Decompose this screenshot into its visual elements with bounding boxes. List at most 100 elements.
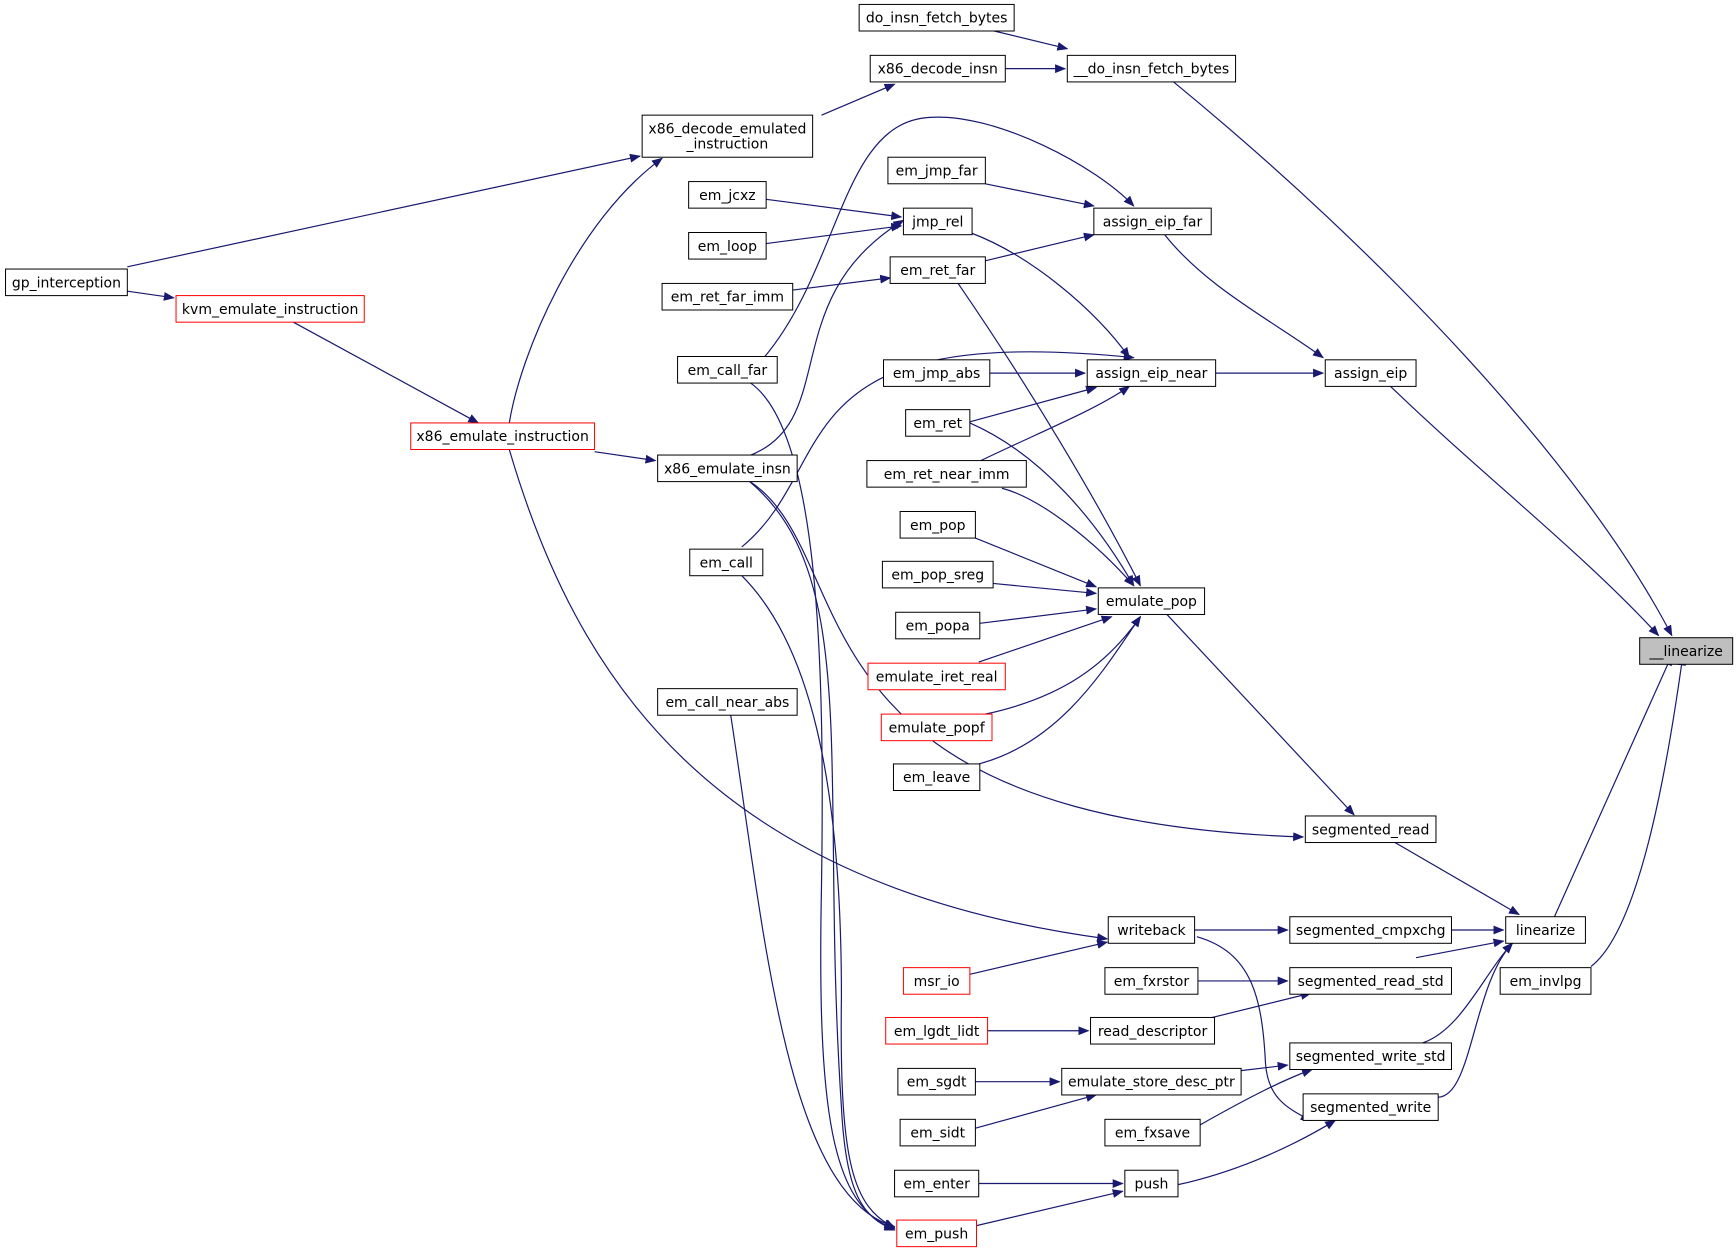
node---do-insn-fetch-bytes[interactable]: __do_insn_fetch_bytes xyxy=(1066,54,1237,83)
node-box xyxy=(657,454,798,483)
node-em-leave[interactable]: em_leave xyxy=(892,763,981,792)
node-em-jcxz[interactable]: em_jcxz xyxy=(688,181,767,209)
node-emulate-iret-real[interactable]: emulate_iret_real xyxy=(867,662,1006,691)
node-push[interactable]: push xyxy=(1124,1169,1179,1198)
node-kvm-emulate-instruction[interactable]: kvm_emulate_instruction xyxy=(175,295,365,323)
node-linearize-[interactable]: __linearize xyxy=(1639,637,1734,665)
node-x86-decode-emulated-instruction[interactable]: x86_decode_emulated_instruction xyxy=(641,114,814,158)
call-edge xyxy=(751,383,896,1230)
node-label: msr_io xyxy=(914,974,960,990)
node-em-jmp-far[interactable]: em_jmp_far xyxy=(887,156,986,185)
node-box xyxy=(689,548,764,577)
node-segmented-read[interactable]: segmented_read xyxy=(1304,815,1437,844)
call-edge xyxy=(1416,938,1505,958)
node-label: em_pop_sreg xyxy=(891,568,984,584)
node-em-sidt[interactable]: em_sidt xyxy=(899,1118,976,1147)
node-label: emulate_iret_real xyxy=(876,669,998,685)
call-edge xyxy=(748,480,896,1230)
node-assign-eip-far[interactable]: assign_eip_far xyxy=(1093,207,1212,236)
node-label: writeback xyxy=(1117,923,1186,939)
node-box xyxy=(1066,54,1237,83)
call-edge xyxy=(981,385,1131,460)
call-edge xyxy=(742,576,896,1228)
node-box xyxy=(688,181,767,209)
call-edge xyxy=(1200,1068,1314,1125)
node-label: em_call xyxy=(700,555,753,571)
node-assign-eip-near[interactable]: assign_eip_near xyxy=(1086,359,1217,387)
node-box xyxy=(1639,637,1734,665)
node-box xyxy=(641,114,814,158)
node-label: em_enter xyxy=(903,1177,970,1193)
call-edge xyxy=(975,538,1098,587)
node-em-popa[interactable]: em_popa xyxy=(895,611,981,640)
node-label: assign_eip xyxy=(1334,366,1407,382)
node-box xyxy=(899,1118,976,1147)
call-edge xyxy=(1554,654,1671,916)
node-label: __do_insn_fetch_bytes xyxy=(1073,62,1230,78)
node-label: em_loop xyxy=(698,239,757,255)
call-edge xyxy=(821,84,896,115)
node-label: em_popa xyxy=(906,619,970,635)
node-em-jmp-abs[interactable]: em_jmp_abs xyxy=(883,359,991,387)
node-do-insn-fetch-bytes[interactable]: do_insn_fetch_bytes xyxy=(858,3,1015,32)
node-em-push[interactable]: em_push xyxy=(896,1219,977,1248)
node-box xyxy=(661,282,794,311)
node-em-fxsave[interactable]: em_fxsave xyxy=(1104,1118,1201,1147)
node-em-sgdt[interactable]: em_sgdt xyxy=(897,1067,976,1096)
node-em-loop[interactable]: em_loop xyxy=(688,232,767,260)
call-edge xyxy=(509,157,663,423)
node-box xyxy=(896,1219,977,1248)
node-assign-eip[interactable]: assign_eip xyxy=(1324,359,1417,387)
node-em-pop[interactable]: em_pop xyxy=(899,511,976,539)
call-edges xyxy=(127,31,1686,1230)
node-label: em_fxrstor xyxy=(1114,974,1190,990)
node-box xyxy=(866,460,1027,488)
call-edge xyxy=(957,281,1141,587)
node-label: em_leave xyxy=(903,770,970,786)
node-em-invlpg[interactable]: em_invlpg xyxy=(1499,967,1592,995)
node-emulate-popf[interactable]: emulate_popf xyxy=(880,713,993,742)
node-em-enter[interactable]: em_enter xyxy=(894,1169,980,1198)
node-emulate-store-desc-ptr[interactable]: emulate_store_desc_ptr xyxy=(1061,1067,1242,1096)
node-label: read_descriptor xyxy=(1098,1024,1208,1040)
node-x86-decode-insn[interactable]: x86_decode_insn xyxy=(869,54,1006,83)
node-x86-emulate-insn[interactable]: x86_emulate_insn xyxy=(657,454,798,483)
node-em-call-far[interactable]: em_call_far xyxy=(677,356,778,384)
node-segmented-cmpxchg[interactable]: segmented_cmpxchg xyxy=(1289,916,1452,944)
node-em-call[interactable]: em_call xyxy=(689,548,764,577)
node-em-fxrstor[interactable]: em_fxrstor xyxy=(1104,967,1199,995)
node-label: x86_decode_insn xyxy=(878,62,998,78)
call-nodes: __linearize do_insn_fetch_bytes __do_insn_… xyxy=(5,3,1734,1248)
call-edge xyxy=(1165,235,1324,359)
node-label: emulate_store_desc_ptr xyxy=(1068,1075,1235,1091)
node-msr-io[interactable]: msr_io xyxy=(902,967,971,995)
node-em-ret-near-imm[interactable]: em_ret_near_imm xyxy=(866,460,1027,488)
node-read-descriptor[interactable]: read_descriptor xyxy=(1090,1016,1216,1045)
call-edge xyxy=(975,1093,1098,1128)
call-edge xyxy=(766,199,903,221)
node-box xyxy=(1090,1016,1216,1045)
node-box xyxy=(1124,1169,1179,1198)
node-segmented-write-std[interactable]: segmented_write_std xyxy=(1289,1042,1452,1071)
node-em-ret[interactable]: em_ret xyxy=(905,409,971,437)
call-edge xyxy=(1197,937,1312,1121)
node-segmented-read-std[interactable]: segmented_read_std xyxy=(1289,967,1452,995)
node-em-call-near-abs[interactable]: em_call_near_abs xyxy=(657,688,798,716)
node-jmp-rel[interactable]: jmp_rel xyxy=(902,207,973,236)
call-edge xyxy=(1178,1119,1337,1184)
node-box xyxy=(1086,359,1217,387)
node-box xyxy=(1093,207,1212,236)
node-em-lgdt-lidt[interactable]: em_lgdt_lidt xyxy=(885,1016,989,1045)
node-linearize[interactable]: linearize xyxy=(1505,916,1586,944)
node-box xyxy=(902,967,971,995)
node-box xyxy=(869,54,1006,83)
node-em-ret-far-imm[interactable]: em_ret_far_imm xyxy=(661,282,794,311)
node-box xyxy=(899,511,976,539)
node-emulate-pop[interactable]: emulate_pop xyxy=(1097,587,1206,615)
node-em-pop-sreg[interactable]: em_pop_sreg xyxy=(881,560,994,589)
node-segmented-write[interactable]: segmented_write xyxy=(1302,1093,1439,1121)
node-em-ret-far[interactable]: em_ret_far xyxy=(889,256,986,284)
node-gp-interception[interactable]: gp_interception xyxy=(5,268,128,297)
node-writeback[interactable]: writeback xyxy=(1107,916,1196,944)
node-x86-emulate-instruction[interactable]: x86_emulate_instruction xyxy=(410,422,596,450)
